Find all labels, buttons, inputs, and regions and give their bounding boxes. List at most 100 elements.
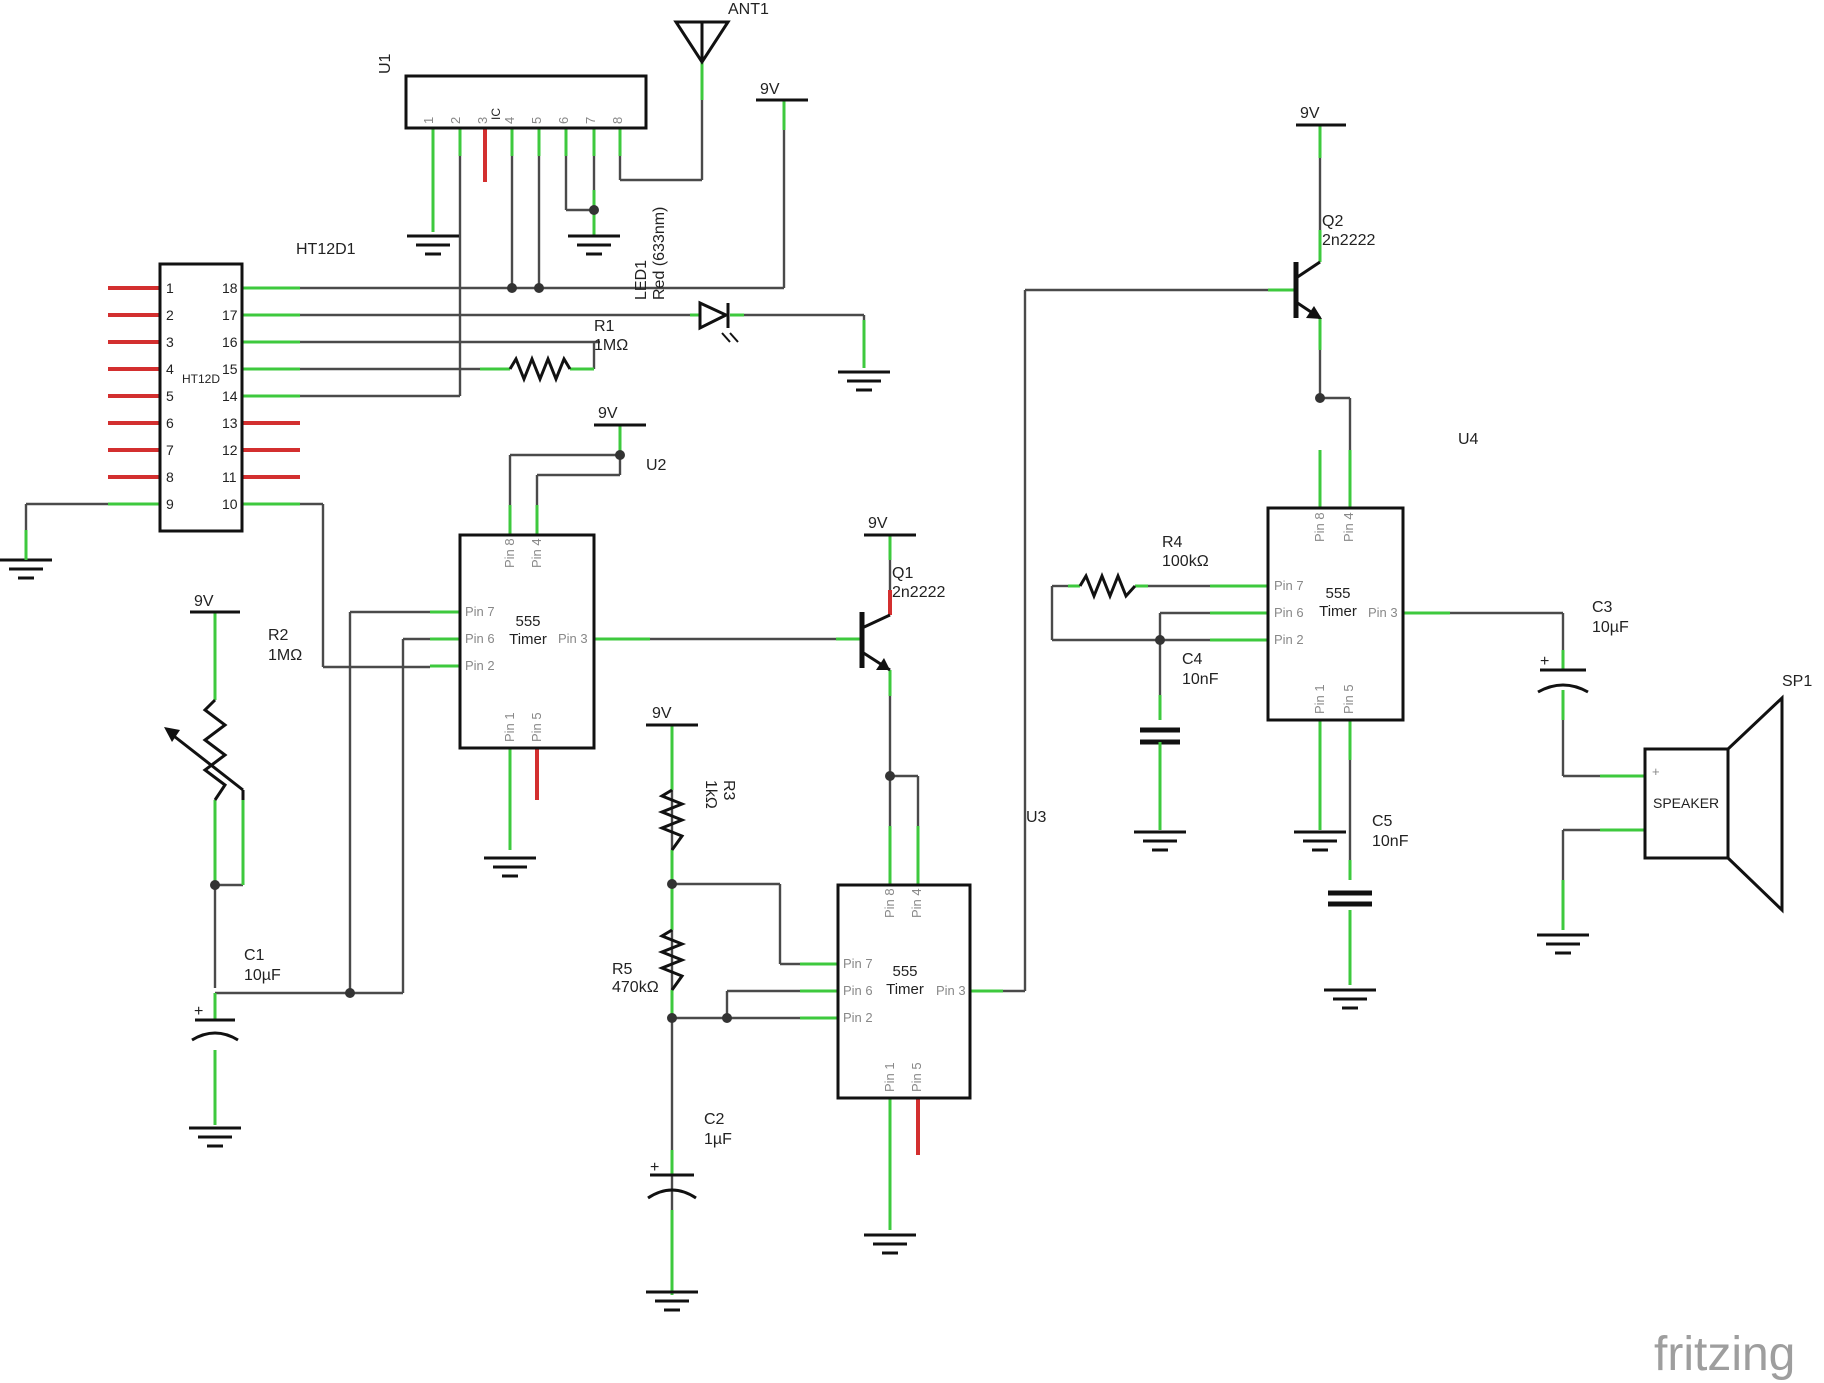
svg-text:C2: C2 — [704, 1111, 725, 1128]
svg-text:2: 2 — [166, 307, 174, 323]
svg-text:+: + — [1540, 653, 1549, 670]
ant1-antenna[interactable]: ANT1 — [673, 1, 769, 65]
svg-text:Pin 6: Pin 6 — [1274, 605, 1304, 620]
u1-ic[interactable]: U1 IC 1 2 3 4 5 6 7 8 — [377, 53, 648, 130]
svg-text:+: + — [650, 1159, 659, 1176]
svg-text:9V: 9V — [652, 705, 672, 722]
svg-text:+: + — [194, 1003, 203, 1020]
ground-symbol — [1535, 933, 1591, 955]
svg-text:Pin 5: Pin 5 — [1341, 684, 1356, 714]
svg-text:5: 5 — [529, 117, 544, 124]
junctions — [210, 205, 1325, 1023]
svg-text:ANT1: ANT1 — [728, 1, 769, 18]
c5-capacitor[interactable]: C5 10nF — [1328, 813, 1409, 907]
wires — [24, 100, 1600, 1295]
svg-text:10µF: 10µF — [1592, 619, 1629, 636]
ground-symbol — [482, 856, 538, 878]
q1-transistor[interactable]: Q1 2n2222 — [859, 565, 945, 672]
svg-text:1kΩ: 1kΩ — [702, 780, 719, 809]
supply-9v: 9V — [594, 405, 646, 427]
svg-text:1MΩ: 1MΩ — [594, 337, 628, 354]
ground-symbol — [862, 1233, 918, 1255]
svg-text:9: 9 — [166, 496, 174, 512]
svg-text:555: 555 — [892, 963, 917, 980]
svg-text:6: 6 — [556, 117, 571, 124]
svg-text:HT12D1: HT12D1 — [296, 241, 356, 258]
c2-capacitor[interactable]: + C2 1µF — [647, 1111, 732, 1200]
svg-text:17: 17 — [222, 307, 238, 323]
c4-capacitor[interactable]: C4 10nF — [1140, 651, 1219, 830]
svg-text:C4: C4 — [1182, 651, 1203, 668]
svg-text:16: 16 — [222, 334, 238, 350]
svg-text:SPEAKER: SPEAKER — [1653, 795, 1719, 811]
led1[interactable]: LED1 Red (633nm) — [633, 207, 739, 343]
q2-transistor[interactable]: Q2 2n2222 — [1293, 213, 1375, 320]
u3-555-timer[interactable]: U3 555 Timer Pin 7 Pin 6 Pin 2 Pin 3 Pin… — [836, 809, 1047, 1100]
svg-text:9V: 9V — [1300, 105, 1320, 122]
pin-stubs — [108, 62, 1645, 1295]
r4-resistor[interactable]: R4 100kΩ — [1078, 534, 1209, 601]
svg-text:Pin 2: Pin 2 — [1274, 632, 1304, 647]
svg-text:11: 11 — [222, 469, 237, 485]
svg-text:Pin 4: Pin 4 — [529, 538, 544, 568]
svg-text:Pin 2: Pin 2 — [465, 658, 495, 673]
supply-rails: 9V 9V 9V 9V 9V 9V — [190, 81, 1346, 727]
svg-text:Pin 5: Pin 5 — [529, 712, 544, 742]
r1-resistor[interactable]: R1 1MΩ — [508, 318, 628, 384]
svg-text:3: 3 — [475, 117, 490, 124]
svg-text:Pin 8: Pin 8 — [882, 888, 897, 918]
svg-text:C5: C5 — [1372, 813, 1393, 830]
svg-text:9V: 9V — [760, 81, 780, 98]
sp1-speaker[interactable]: SPEAKER SP1 + — [1643, 673, 1812, 914]
svg-text:U3: U3 — [1026, 809, 1047, 826]
svg-text:C1: C1 — [244, 947, 265, 964]
svg-text:13: 13 — [222, 415, 238, 431]
svg-text:R2: R2 — [268, 627, 289, 644]
r2-resistor[interactable]: R2 1MΩ — [268, 627, 302, 664]
svg-text:Pin 6: Pin 6 — [843, 983, 873, 998]
svg-text:10nF: 10nF — [1182, 671, 1219, 688]
svg-text:5: 5 — [166, 388, 174, 404]
svg-text:Pin 6: Pin 6 — [465, 631, 495, 646]
c3-capacitor[interactable]: + C3 10µF — [1537, 599, 1629, 694]
svg-text:Pin 8: Pin 8 — [1312, 512, 1327, 542]
svg-text:9V: 9V — [868, 515, 888, 532]
svg-text:LED1: LED1 — [633, 260, 650, 300]
svg-text:Pin 3: Pin 3 — [936, 983, 966, 998]
svg-text:R5: R5 — [612, 961, 633, 978]
ht12d1-decoder[interactable]: HT12D1 HT12D 1 2 3 4 5 6 7 8 9 18 17 16 … — [158, 241, 356, 533]
svg-text:+: + — [1652, 764, 1660, 779]
r3-resistor[interactable]: R3 1kΩ — [657, 780, 737, 851]
potentiometer[interactable] — [164, 698, 245, 801]
svg-text:8: 8 — [166, 469, 174, 485]
u4-555-timer[interactable]: U4 555 Timer Pin 7 Pin 6 Pin 2 Pin 3 Pin… — [1266, 431, 1479, 722]
svg-text:Q2: Q2 — [1322, 213, 1343, 230]
svg-text:2: 2 — [448, 117, 463, 124]
svg-text:2n2222: 2n2222 — [892, 584, 945, 601]
svg-text:15: 15 — [222, 361, 238, 377]
svg-text:9V: 9V — [598, 405, 618, 422]
svg-text:Pin 7: Pin 7 — [465, 604, 495, 619]
svg-text:1: 1 — [166, 280, 174, 296]
u2-555-timer[interactable]: U2 555 Timer Pin 7 Pin 6 Pin 2 Pin 3 Pin… — [458, 457, 667, 750]
svg-text:10µF: 10µF — [244, 967, 281, 984]
ground-symbol — [187, 1126, 243, 1148]
svg-text:7: 7 — [166, 442, 174, 458]
svg-text:Pin 3: Pin 3 — [558, 631, 588, 646]
ground-symbol — [405, 234, 461, 256]
c1-capacitor[interactable]: + C1 10µF — [191, 947, 281, 1042]
svg-text:6: 6 — [166, 415, 174, 431]
svg-text:1µF: 1µF — [704, 1131, 732, 1148]
svg-text:IC: IC — [489, 108, 503, 120]
svg-text:Red (633nm): Red (633nm) — [651, 207, 668, 300]
grounds — [0, 234, 1591, 1312]
ground-symbol — [1132, 830, 1188, 852]
supply-9v: 9V — [190, 593, 240, 614]
r5-resistor[interactable]: R5 470kΩ — [612, 928, 687, 996]
svg-text:12: 12 — [222, 442, 238, 458]
svg-text:10nF: 10nF — [1372, 833, 1409, 850]
svg-text:Pin 4: Pin 4 — [1341, 512, 1356, 542]
svg-text:555: 555 — [515, 613, 540, 630]
svg-text:Pin 1: Pin 1 — [502, 712, 517, 742]
ground-symbol — [0, 558, 54, 580]
